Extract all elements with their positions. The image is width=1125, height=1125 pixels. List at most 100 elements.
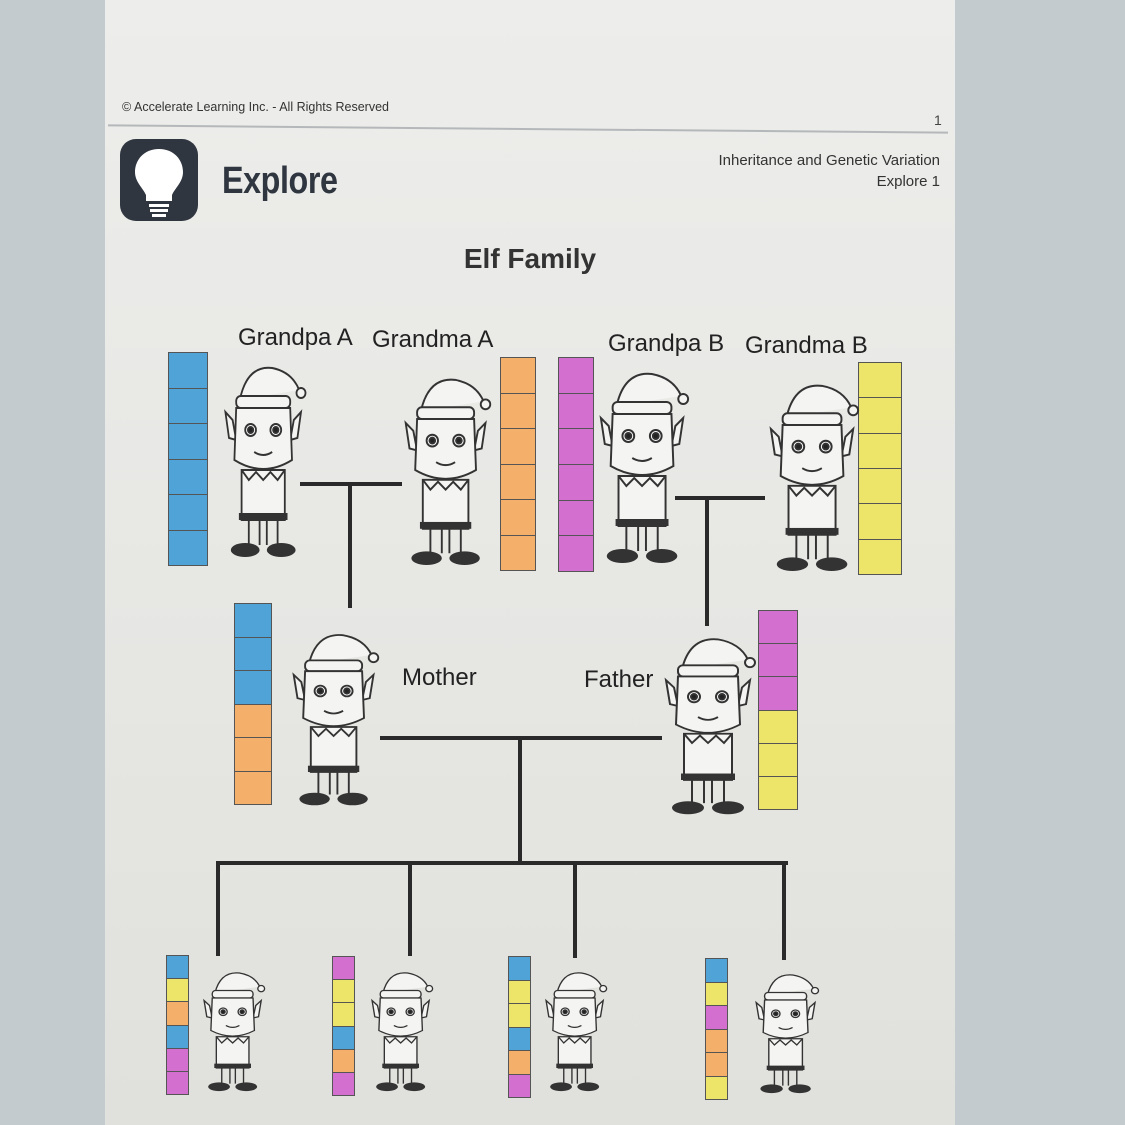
label-grandpa-a: Grandpa A [238,324,353,351]
trait-segment-orange [501,429,535,465]
section-title: Explore [222,160,338,202]
trait-segment-yellow [859,433,901,469]
connector-line [216,861,788,865]
lesson-title: Explore 1 [876,173,940,190]
trait-segment-pink [706,1006,727,1030]
trait-segment-yellow [759,710,797,744]
elf-figure-grandma-a [404,378,492,566]
trait-bar-mother [234,603,272,805]
trait-segment-blue [333,1026,354,1050]
trait-segment-pink [559,465,593,501]
elf-figure-child-1 [203,972,266,1092]
trait-segment-orange [706,1029,727,1053]
trait-segment-blue [169,495,207,531]
trait-segment-pink [167,1048,188,1072]
trait-segment-yellow [706,982,727,1006]
connector-line [216,862,220,956]
trait-segment-blue [169,388,207,424]
trait-segment-pink [333,1072,354,1096]
trait-segment-blue [169,353,207,389]
copyright-text: © Accelerate Learning Inc. - All Rights … [122,100,389,114]
trait-segment-yellow [167,979,188,1003]
trait-segment-orange [235,704,271,738]
label-grandma-b: Grandma B [745,332,868,359]
trait-bar-child-3 [508,956,531,1098]
connector-line [573,864,577,958]
trait-segment-pink [333,957,354,981]
trait-segment-pink [759,644,797,678]
trait-segment-yellow [859,468,901,505]
trait-segment-orange [501,464,535,500]
diagram-title: Elf Family [463,243,597,274]
trait-segment-blue [169,530,207,565]
trait-segment-blue [509,1027,530,1051]
trait-segment-blue [235,671,271,705]
label-grandpa-b: Grandpa B [608,330,725,357]
trait-bar-grandma-b [858,362,902,575]
trait-bar-grandma-a [500,357,536,571]
connector-line [518,738,522,864]
trait-segment-pink [559,536,593,572]
unit-info: Inheritance and Genetic Variation Explor… [700,150,940,192]
trait-segment-orange [706,1053,727,1077]
trait-segment-orange [333,1049,354,1073]
trait-segment-yellow [859,363,901,399]
trait-segment-orange [501,393,535,429]
trait-segment-blue [169,424,207,460]
trait-segment-yellow [509,1004,530,1028]
connector-line [705,498,709,626]
label-father: Father [584,666,654,693]
trait-segment-pink [759,677,797,711]
elf-figure-father [664,638,756,815]
elf-figure-grandma-b [769,384,860,572]
trait-bar-grandpa-b [558,357,594,572]
trait-bar-child-2 [332,956,355,1096]
trait-segment-pink [509,1074,530,1097]
trait-segment-pink [559,429,593,466]
connector-line [408,864,412,956]
elf-figure-mother [292,634,380,806]
trait-bar-child-1 [166,955,189,1095]
trait-bar-grandpa-a [168,352,208,566]
elf-figure-grandpa-b [599,372,690,563]
trait-segment-yellow [859,504,901,540]
trait-segment-yellow [333,1003,354,1027]
trait-segment-pink [759,611,797,645]
trait-segment-pink [167,1071,188,1095]
trait-segment-blue [235,604,271,638]
trait-segment-yellow [759,743,797,777]
trait-segment-blue [169,459,207,495]
trait-segment-yellow [333,980,354,1004]
trait-segment-pink [559,358,593,394]
trait-segment-blue [167,1025,188,1049]
trait-segment-orange [501,500,535,536]
connector-line [675,496,765,500]
elf-figure-child-2 [371,972,434,1092]
label-mother: Mother [402,664,477,691]
trait-segment-blue [509,957,530,981]
unit-title: Inheritance and Genetic Variation [718,152,940,169]
label-grandma-a: Grandma A [372,326,494,353]
lightbulb-icon [120,139,198,221]
connector-line [782,864,786,960]
trait-bar-father [758,610,798,810]
trait-segment-pink [559,500,593,537]
trait-segment-orange [509,1051,530,1075]
trait-segment-orange [167,1002,188,1026]
trait-segment-orange [501,535,535,570]
trait-segment-blue [167,956,188,980]
page-number: 1 [934,112,942,128]
trait-segment-yellow [509,980,530,1004]
trait-segment-orange [235,738,271,772]
trait-segment-yellow [706,1076,727,1099]
elf-figure-child-3 [545,972,608,1092]
trait-segment-yellow [859,398,901,434]
trait-segment-blue [706,959,727,983]
trait-segment-yellow [859,539,901,574]
trait-bar-child-4 [705,958,728,1100]
connector-line [348,484,352,608]
elf-figure-child-4 [755,974,820,1094]
elf-figure-grandpa-a [224,366,307,557]
trait-segment-yellow [759,776,797,810]
trait-segment-orange [235,771,271,804]
